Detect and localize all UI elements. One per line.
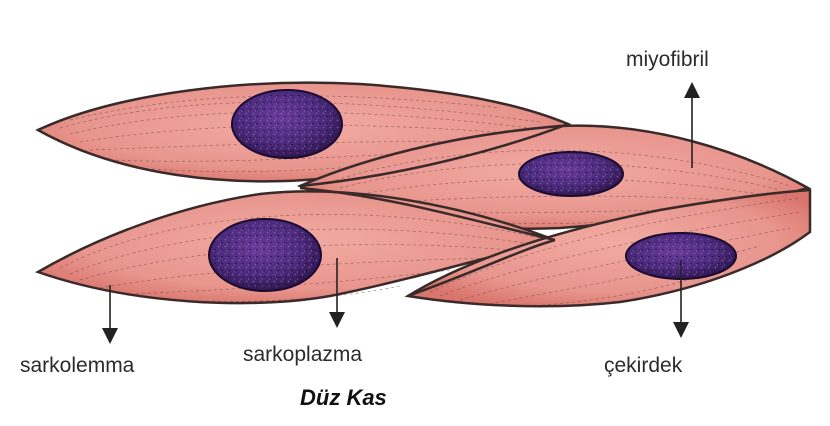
nucleus-lower-left [209,219,321,291]
nucleus-upper-right [519,152,623,196]
sarkoplazma-label: sarkoplazma [243,344,362,365]
sarkolemma-label: sarkolemma [20,355,134,376]
miyofibril-label: miyofibril [626,49,709,70]
nucleus-upper-left [232,90,342,158]
cekirdek-label: çekirdek [604,355,682,376]
diagram-title: Düz Kas [300,387,387,409]
